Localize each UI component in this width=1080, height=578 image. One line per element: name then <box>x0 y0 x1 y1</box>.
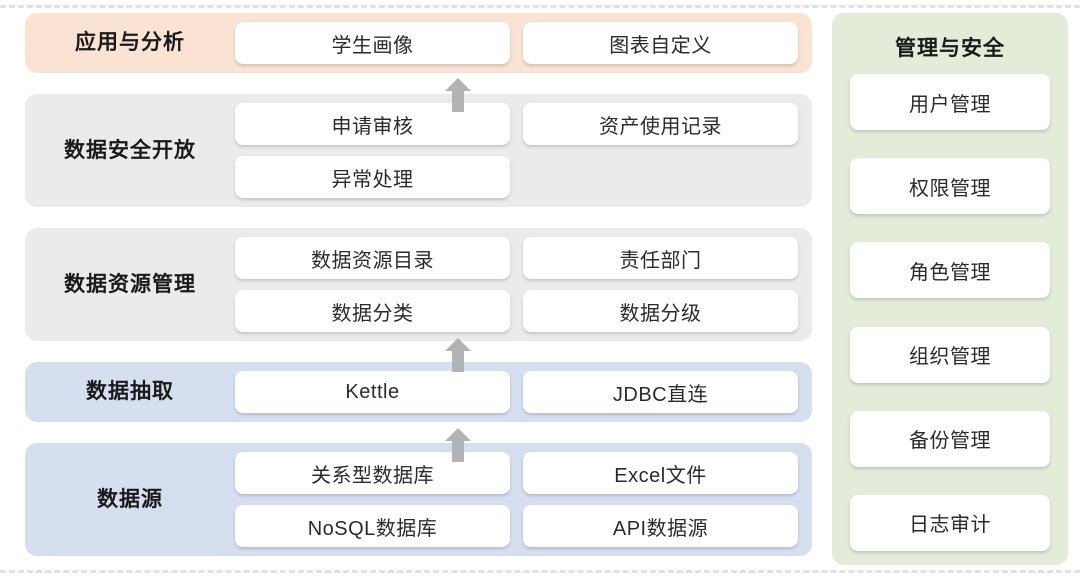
layer-row-data-security-opening: 数据安全开放 申请审核 资产使用记录 异常处理 <box>25 94 812 207</box>
layer-label: 数据抽取 <box>86 380 174 404</box>
panel-item-backup-management[interactable]: 备份管理 <box>850 410 1050 467</box>
layer-cell[interactable]: Kettle <box>235 371 510 413</box>
layer-cell[interactable]: JDBC直连 <box>523 371 798 413</box>
bottom-dashed-divider <box>0 570 1080 573</box>
panel-item-organization-management[interactable]: 组织管理 <box>850 326 1050 383</box>
panel-item-role-management[interactable]: 角色管理 <box>850 242 1050 299</box>
layer-row-data-source: 数据源 关系型数据库 Excel文件 NoSQL数据库 API数据源 <box>25 443 812 556</box>
layer-cell-placeholder <box>523 156 798 198</box>
panel-item-user-management[interactable]: 用户管理 <box>850 74 1050 130</box>
layer-cells: 数据资源目录 责任部门 数据分类 数据分级 <box>235 237 798 332</box>
layer-cell[interactable]: NoSQL数据库 <box>235 505 510 547</box>
layer-row-data-extraction: 数据抽取 Kettle JDBC直连 <box>25 362 812 422</box>
management-security-panel: 管理与安全 用户管理 权限管理 角色管理 组织管理 备份管理 日志审计 <box>832 13 1068 565</box>
layer-cell[interactable]: 关系型数据库 <box>235 452 510 494</box>
layer-row-data-resource-management: 数据资源管理 数据资源目录 责任部门 数据分类 数据分级 <box>25 228 812 341</box>
layer-cell[interactable]: 数据分类 <box>235 290 510 332</box>
layer-cell[interactable]: 数据资源目录 <box>235 237 510 279</box>
layer-cell[interactable]: 资产使用记录 <box>523 103 798 145</box>
panel-item-list: 用户管理 权限管理 角色管理 组织管理 备份管理 日志审计 <box>850 74 1050 551</box>
layer-row-application: 应用与分析 学生画像 图表自定义 <box>25 13 812 73</box>
layer-cell[interactable]: 数据分级 <box>523 290 798 332</box>
panel-item-log-audit[interactable]: 日志审计 <box>850 494 1050 551</box>
layer-cells: 申请审核 资产使用记录 异常处理 <box>235 103 798 198</box>
layer-label: 数据源 <box>97 487 163 511</box>
layer-label: 数据安全开放 <box>64 138 196 162</box>
layer-cell[interactable]: 图表自定义 <box>523 22 798 64</box>
panel-item-permission-management[interactable]: 权限管理 <box>850 158 1050 215</box>
layer-cells: Kettle JDBC直连 <box>235 371 798 413</box>
layer-cell[interactable]: 学生画像 <box>235 22 510 64</box>
layer-cell[interactable]: 申请审核 <box>235 103 510 145</box>
top-dashed-divider <box>0 5 1080 8</box>
layer-cell[interactable]: 异常处理 <box>235 156 510 198</box>
layer-label: 应用与分析 <box>75 31 185 55</box>
layer-label: 数据资源管理 <box>64 272 196 296</box>
panel-title: 管理与安全 <box>895 37 1005 60</box>
layer-cell[interactable]: 责任部门 <box>523 237 798 279</box>
layer-cells: 关系型数据库 Excel文件 NoSQL数据库 API数据源 <box>235 452 798 547</box>
layer-cell[interactable]: API数据源 <box>523 505 798 547</box>
layer-cells: 学生画像 图表自定义 <box>235 22 798 64</box>
layer-stack: 应用与分析 学生画像 图表自定义 数据安全开放 申请审核 资产使用记录 异常处理… <box>25 13 812 577</box>
layer-cell[interactable]: Excel文件 <box>523 452 798 494</box>
